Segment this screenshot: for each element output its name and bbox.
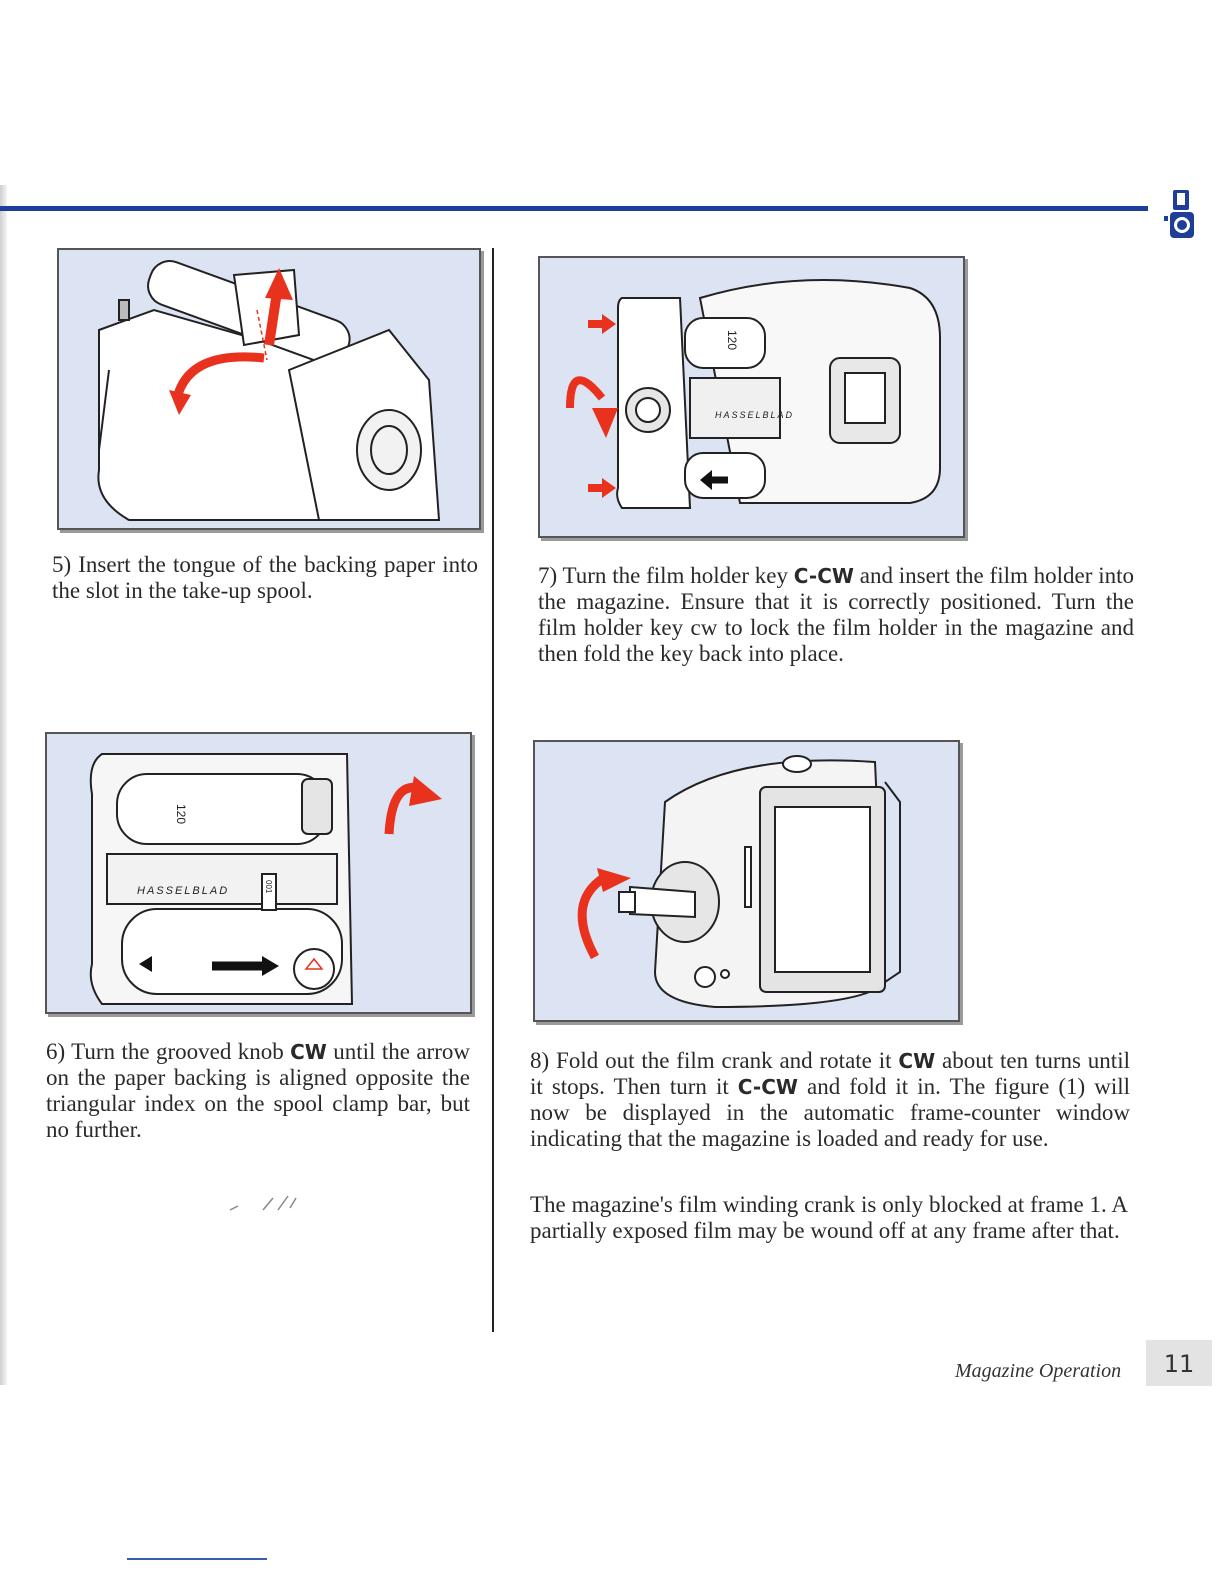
pencil-mark [228,1188,318,1218]
header-rule [0,206,1148,211]
figure-step6: HASSELBLAD 120 001 [45,732,472,1014]
figure-step5 [57,248,481,530]
dir-ccw-8: C-CW [737,1075,798,1099]
film-type-label-7: 120 [725,330,739,350]
bottom-rule [127,1558,267,1560]
page-binding-shadow [0,185,7,1385]
page-number-box [1146,1340,1212,1386]
column-divider [492,248,494,1332]
figure-step7: HASSELBLAD 120 [538,256,965,538]
dir-ccw: C-CW [793,564,854,588]
camera-logo-icon [1164,190,1194,238]
film-type-label: 120 [174,804,188,824]
figure-step8 [533,740,960,1022]
caption-step7: 7) Turn the film holder key C-CW and ins… [538,563,1134,666]
dir-cw-8: CW [898,1049,936,1073]
counter-label: 001 [264,880,273,894]
caption-step8: 8) Fold out the film crank and rotate it… [530,1048,1130,1151]
caption-step6: 6) Turn the grooved knob CW until the ar… [46,1039,470,1142]
brand-label-7: HASSELBLAD [715,410,794,420]
dir-cw: CW [290,1040,327,1064]
brand-label: HASSELBLAD [137,885,229,897]
caption-step5: 5) Insert the tongue of the backing pape… [52,552,478,603]
page-number: 11 [1163,1350,1195,1378]
section-title: Magazine Operation [955,1360,1122,1382]
film-insert-illustration [97,260,441,521]
caption-step8-note: The magazine's film winding crank is onl… [530,1192,1128,1243]
